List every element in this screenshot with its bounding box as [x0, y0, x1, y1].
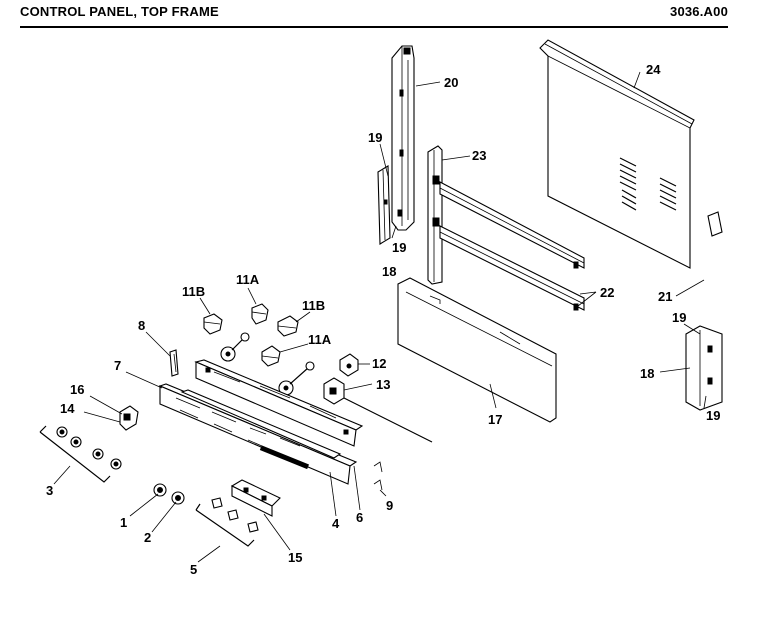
callout-21: 21 [658, 289, 672, 304]
part-12-clip [339, 353, 359, 377]
callout-8: 8 [138, 318, 145, 333]
part-3-knob-set [39, 425, 122, 483]
callout-11b: 11B [182, 284, 205, 299]
callout-11b: 11B [302, 298, 325, 313]
callout-18: 18 [382, 264, 396, 279]
part-5-screw-set [195, 497, 259, 547]
callout-6: 6 [356, 510, 363, 525]
callout-9: 9 [386, 498, 393, 513]
callout-11a: 11A [308, 332, 332, 347]
callout-19: 19 [368, 130, 382, 145]
part-15-bracket [230, 479, 281, 517]
part-23-post [427, 145, 443, 285]
part-4-overlay-strip [180, 389, 342, 470]
callout-2: 2 [144, 530, 151, 545]
part-16-clip [119, 405, 139, 431]
diagram-title: CONTROL PANEL, TOP FRAME [20, 4, 219, 19]
callout-7: 7 [114, 358, 121, 373]
callout-23: 23 [472, 148, 486, 163]
part-18-bracket-left [377, 165, 391, 245]
callout-13: 13 [376, 377, 390, 392]
callout-14: 14 [60, 401, 75, 416]
leader-lines [53, 71, 707, 563]
vent-slots [619, 157, 677, 211]
callout-17: 17 [488, 412, 502, 427]
header-rule [20, 26, 728, 28]
callout-3: 3 [46, 483, 53, 498]
part-24-back-panel [539, 39, 723, 269]
part-18-bracket-right [685, 325, 723, 411]
part-11a-knob-b [261, 345, 281, 367]
part-22-cross-rails [439, 181, 585, 311]
diagram-code: 3036.A00 [670, 4, 728, 19]
callout-19: 19 [706, 408, 720, 423]
part-8-bracket [169, 349, 179, 377]
switch-right [278, 361, 315, 396]
callout-22: 22 [600, 285, 614, 300]
callout-labels: 20 24 19 23 19 18 22 21 19 18 19 11B 11A… [46, 62, 720, 577]
part-2-knob [171, 491, 185, 505]
callout-15: 15 [288, 550, 302, 565]
part-11b-knob-b [277, 315, 299, 337]
callout-12: 12 [372, 356, 386, 371]
callout-4: 4 [332, 516, 340, 531]
callout-19: 19 [392, 240, 406, 255]
callout-19: 19 [672, 310, 686, 325]
part-11a-knob-a [251, 303, 269, 325]
callout-16: 16 [70, 382, 84, 397]
callout-1: 1 [120, 515, 127, 530]
part-20-rail [391, 45, 415, 231]
part-9-clips [373, 461, 383, 491]
part-11b-knob-a [203, 313, 223, 335]
callout-18: 18 [640, 366, 654, 381]
callout-5: 5 [190, 562, 197, 577]
callout-24: 24 [646, 62, 661, 77]
part-13-clip [323, 377, 433, 443]
part-1-knob [153, 483, 167, 497]
part-6-top-trim [194, 359, 364, 447]
part-17-lower-plate [397, 277, 557, 423]
callout-20: 20 [444, 75, 458, 90]
callout-11a: 11A [236, 272, 260, 287]
switch-left [220, 332, 250, 362]
